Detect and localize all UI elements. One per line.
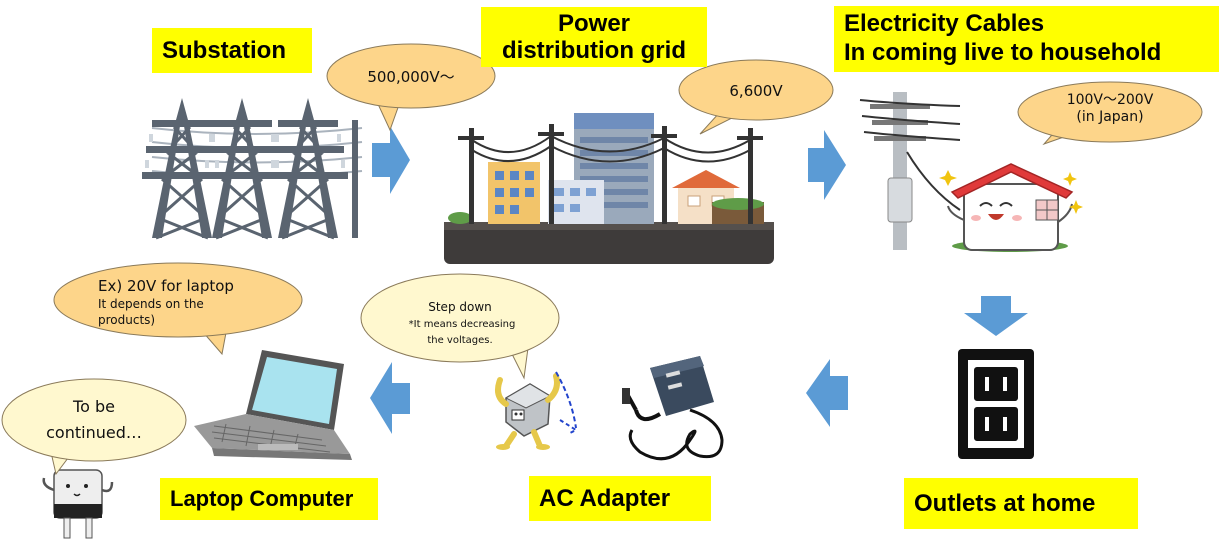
label-substation: Substation bbox=[152, 28, 312, 73]
utility-pole-icon bbox=[859, 92, 961, 250]
bubble-substation-voltage: 500,000V～ bbox=[326, 43, 496, 132]
label-outlets-text: Outlets at home bbox=[914, 490, 1096, 517]
label-electricity-cables: Electricity Cables In coming live to hou… bbox=[834, 6, 1219, 72]
bubble-home-voltage: 100V～200V (in Japan) bbox=[1017, 81, 1203, 146]
bubble-laptop-voltage: Ex) 20V for laptop It depends on the pro… bbox=[53, 262, 303, 356]
bubble-step-down-text-1: Step down bbox=[428, 300, 492, 314]
house-icon bbox=[939, 163, 1083, 252]
bubble-grid-text: 6,600V bbox=[729, 82, 783, 100]
label-ac-adapter: AC Adapter bbox=[529, 476, 711, 521]
label-laptop: Laptop Computer bbox=[160, 478, 378, 520]
label-ac-adapter-text: AC Adapter bbox=[539, 485, 671, 512]
bubble-step-down-text-2: *It means decreasing bbox=[409, 319, 516, 330]
arrow-left-1 bbox=[806, 359, 848, 427]
arrow-right-1 bbox=[372, 126, 410, 194]
bubble-laptop-text-2: It depends on the bbox=[98, 297, 204, 311]
tower-icon bbox=[140, 96, 363, 240]
bubble-grid-voltage: 6,600V bbox=[678, 59, 834, 135]
bubble-laptop-text-3: products) bbox=[98, 313, 155, 327]
arrow-right-2 bbox=[808, 130, 846, 200]
city-icon bbox=[444, 113, 774, 264]
label-outlets: Outlets at home bbox=[904, 478, 1138, 529]
bubble-step-down-text-3: the voltages. bbox=[427, 335, 492, 346]
label-substation-text: Substation bbox=[162, 37, 286, 64]
label-cables-line2: In coming live to household bbox=[844, 39, 1162, 66]
arrow-down bbox=[964, 296, 1028, 336]
bubble-continued: To be continued… bbox=[1, 378, 187, 476]
bubble-laptop-text-1: Ex) 20V for laptop bbox=[98, 277, 234, 295]
label-power-grid-line1: Power bbox=[557, 10, 631, 37]
bubble-home-text-1: 100V～200V bbox=[1067, 92, 1154, 108]
bubble-continued-text-1: To be bbox=[72, 397, 115, 416]
bubble-step-down: Step down *It means decreasing the volta… bbox=[360, 273, 560, 380]
label-cables-line1: Electricity Cables bbox=[844, 10, 1045, 37]
label-laptop-text: Laptop Computer bbox=[170, 486, 354, 511]
label-power-grid-line2: distribution grid bbox=[502, 37, 686, 64]
label-power-grid: Power distribution grid bbox=[481, 7, 707, 67]
bubble-continued-text-2: continued… bbox=[46, 423, 142, 442]
outlet-icon bbox=[958, 349, 1034, 459]
arrow-left-2 bbox=[370, 362, 410, 434]
bubble-home-text-2: (in Japan) bbox=[1076, 109, 1143, 125]
transformer-character-icon bbox=[495, 371, 579, 450]
plug-character-icon bbox=[42, 469, 114, 539]
ac-adapter-icon bbox=[622, 356, 724, 461]
laptop-icon bbox=[194, 350, 352, 460]
bubble-substation-text: 500,000V～ bbox=[367, 68, 454, 86]
